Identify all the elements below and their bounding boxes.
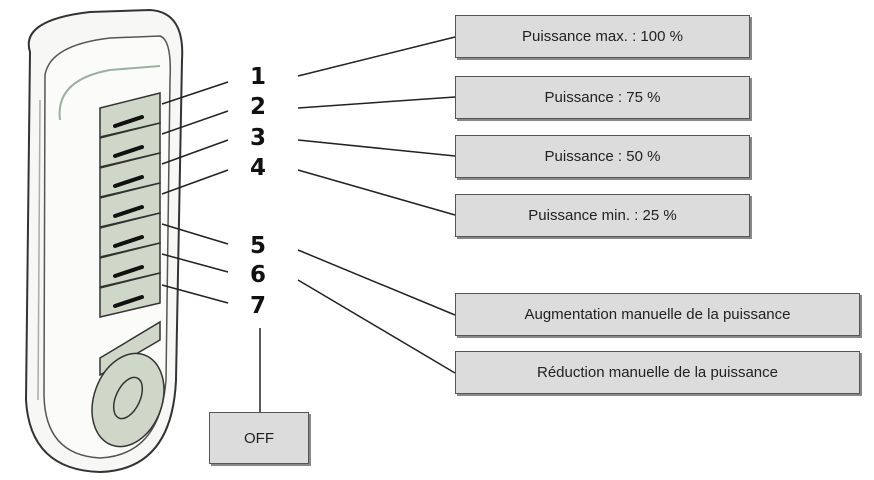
line-4 — [297, 169, 456, 216]
leader-2 — [161, 110, 229, 135]
button-3-slot — [113, 175, 144, 188]
label-power-min: Puissance min. : 25 % — [455, 194, 750, 237]
button-leader-lines — [161, 81, 229, 304]
line-6 — [297, 279, 456, 374]
button-number-6: 6 — [249, 262, 266, 288]
button-1-slot — [113, 115, 144, 128]
button-7-slot — [113, 295, 144, 308]
remote-edge-line-2 — [37, 99, 41, 401]
leader-4 — [161, 169, 229, 195]
button-number-1: 1 — [249, 64, 266, 90]
remote-edge-line — [58, 65, 161, 121]
button-number-2: 2 — [249, 94, 266, 120]
line-5 — [297, 249, 456, 316]
remote-round-button-inner — [112, 376, 144, 420]
leader-1 — [161, 81, 229, 105]
leader-3 — [161, 139, 229, 165]
button-number-4: 4 — [249, 155, 266, 181]
leader-5 — [161, 223, 229, 245]
button-5-slot — [113, 235, 144, 248]
button-6-slot — [113, 265, 144, 278]
leader-6 — [161, 253, 229, 273]
label-leader-lines — [259, 36, 456, 412]
remote-buttons — [91, 92, 165, 448]
button-number-7: 7 — [249, 293, 266, 319]
label-power-50: Puissance : 50 % — [455, 135, 750, 178]
label-power-75: Puissance : 75 % — [455, 76, 750, 119]
remote-round-button — [91, 352, 165, 448]
line-3 — [297, 139, 456, 157]
button-2-slot — [113, 145, 144, 158]
button-number-3: 3 — [249, 125, 266, 151]
button-number-5: 5 — [249, 233, 266, 259]
label-power-max: Puissance max. : 100 % — [455, 15, 750, 58]
button-4-slot — [113, 205, 144, 218]
line-1 — [297, 36, 456, 77]
line-2 — [297, 96, 456, 109]
label-manual-decrease: Réduction manuelle de la puissance — [455, 351, 860, 394]
leader-7 — [161, 284, 229, 304]
label-manual-increase: Augmentation manuelle de la puissance — [455, 293, 860, 336]
label-off: OFF — [209, 412, 309, 464]
